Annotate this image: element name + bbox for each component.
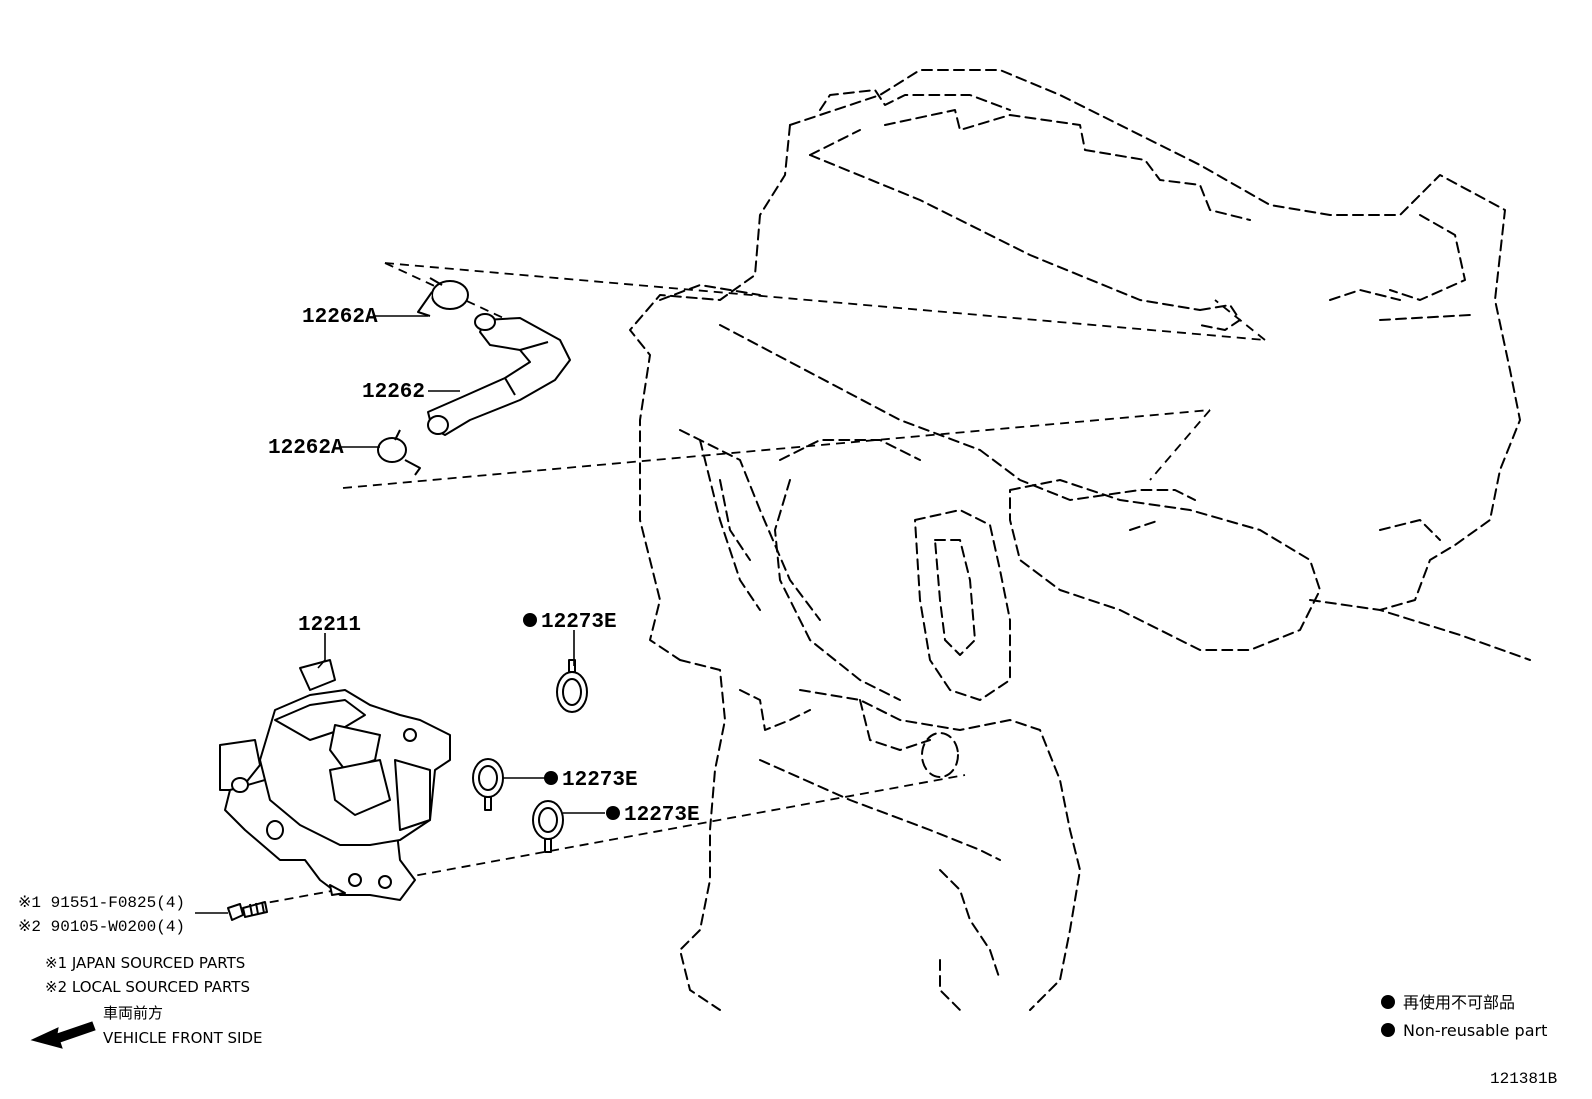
legend-nonreusable-en: Non-reusable part (1403, 1021, 1547, 1040)
bolt (227, 901, 268, 921)
nonreusable-dot-top (523, 613, 537, 627)
front-arrow-icon (30, 1021, 96, 1049)
hose-part (427, 313, 571, 436)
nonreusable-dot-mid (544, 771, 558, 785)
label-gasket-top: 12273E (541, 611, 617, 634)
gasket-mid (472, 758, 504, 811)
bolt-label-local: ※2 90105-W0200(4) (18, 918, 185, 936)
legend-nonreusable-jp: 再使用不可部品 (1403, 993, 1515, 1012)
label-gasket-mid: 12273E (562, 769, 638, 792)
label-hose-clamp-upper: 12262A (302, 306, 378, 329)
hose-clamp-lower (377, 429, 421, 476)
front-side-en: VEHICLE FRONT SIDE (103, 1029, 263, 1047)
label-hose-clamp-lower: 12262A (268, 437, 344, 460)
bolt-label-japan: ※1 91551-F0825(4) (18, 894, 185, 912)
nonreusable-dot-low (606, 806, 620, 820)
note-japan-sourced: ※1 JAPAN SOURCED PARTS (45, 954, 245, 972)
label-gasket-low: 12273E (624, 804, 700, 827)
front-side-jp: 車両前方 (103, 1004, 163, 1022)
pump-body (219, 659, 451, 901)
label-hose: 12262 (362, 381, 425, 404)
gasket-low (532, 800, 564, 853)
gasket-top (556, 659, 588, 713)
engine-ghost-outline (629, 69, 1531, 1011)
note-local-sourced: ※2 LOCAL SOURCED PARTS (45, 978, 250, 996)
hose-clamp-upper (417, 277, 469, 317)
figure-id: 121381B (1490, 1070, 1557, 1088)
label-pump-body: 12211 (298, 614, 361, 637)
legend-dot-en (1381, 1023, 1395, 1037)
legend-dot-jp (1381, 995, 1395, 1009)
